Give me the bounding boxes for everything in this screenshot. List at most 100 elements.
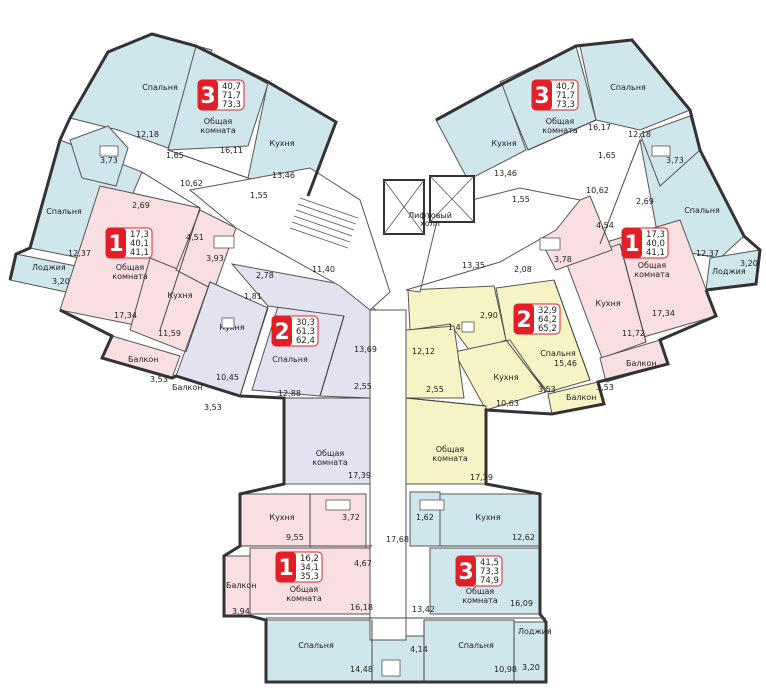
badge-rooms: 2 (516, 308, 531, 333)
area-label: 1,62 (416, 513, 434, 522)
room-label: холл (420, 219, 440, 228)
area-label: 15,46 (554, 359, 577, 368)
room-label: Спальня (46, 207, 82, 216)
bathtub-icon (99, 145, 119, 157)
room-label: Общая (466, 587, 495, 596)
area-label: 3,94 (232, 607, 250, 616)
area-label: 4,14 (410, 645, 428, 654)
room-label: Балкон (566, 393, 596, 402)
apartment-badge: 2 30,3 61,3 62,4 (271, 315, 319, 347)
area-label: 16,11 (220, 146, 243, 155)
room-label: комната (286, 594, 322, 603)
area-label: 1,43 (448, 323, 466, 332)
bathtub-icon (213, 235, 235, 249)
corridor-left-arm (188, 167, 391, 311)
area-label: 10,98 (494, 665, 517, 674)
area-label: 13,69 (354, 345, 377, 354)
room-label: комната (112, 272, 148, 281)
room-label: Кухня (491, 139, 516, 148)
area-label: 12,18 (628, 130, 651, 139)
room-label: Общая (638, 261, 667, 270)
badge-mark (622, 228, 642, 258)
area-label: 10,62 (586, 186, 609, 195)
area-label: 13,46 (494, 169, 517, 178)
area-label: 12,37 (68, 249, 91, 258)
room-label: Кухня (269, 513, 294, 522)
area-label: 12,12 (412, 347, 435, 356)
badge-area-living: 30,3 (296, 318, 315, 328)
area-label: 3,73 (100, 156, 118, 165)
badge-area-full: 73,3 (556, 100, 575, 110)
room-label: Общая (546, 117, 575, 126)
area-label: 12,62 (512, 533, 535, 542)
room-label: Кухня (269, 139, 294, 148)
area-label: 3,53 (538, 385, 556, 394)
area-label: 3,53 (150, 375, 168, 384)
badge-area-living: 40,7 (556, 82, 575, 92)
walls (8, 32, 762, 684)
badge-area-full: 41,1 (646, 248, 665, 258)
room-label: Балкон (226, 581, 256, 590)
area-label: 2,90 (480, 311, 498, 320)
area-label: 1,65 (598, 151, 616, 160)
badge-area-living: 17,3 (646, 230, 665, 240)
elevator-block (383, 175, 475, 235)
apartment-badge: 3 40,7 71,7 73,3 (531, 79, 579, 111)
badges: 3 40,7 71,7 73,3 3 40,7 71,7 73,3 1 17,3… (105, 79, 669, 587)
area-label: 2,55 (426, 385, 444, 394)
badge-rooms: 1 (278, 556, 293, 581)
badge-area-living: 41,5 (480, 558, 499, 568)
apartment-badge: 3 40,7 71,7 73,3 (197, 79, 245, 111)
apartment-badge: 1 17,3 40,0 41,1 (621, 227, 669, 259)
outline-top-left (8, 32, 338, 281)
area-label: 3,73 (666, 156, 684, 165)
badge-area-full: 62,4 (296, 336, 315, 346)
badge-rooms: 1 (108, 232, 123, 257)
room-label: Лоджия (712, 267, 746, 276)
fixtures (99, 145, 671, 677)
area-label: 9,55 (286, 533, 304, 542)
area-label: 4,54 (596, 221, 614, 230)
badge-area-total: 64,2 (538, 315, 557, 325)
room-label: комната (462, 596, 498, 605)
area-label: 2,78 (256, 271, 274, 280)
badge-mark (456, 556, 476, 586)
area-label: 3,20 (740, 259, 758, 268)
room-tl-loggia (9, 253, 77, 293)
badge-area-total: 71,7 (222, 91, 241, 101)
apartment-badge: 2 32,9 64,2 65,2 (513, 303, 561, 335)
room-label: Общая (436, 445, 465, 454)
area-label: 17,34 (652, 309, 675, 318)
room-label: Спальня (610, 83, 646, 92)
area-label: 17,34 (114, 311, 137, 320)
badge-rooms: 2 (274, 320, 289, 345)
outline-left (59, 289, 718, 684)
area-label: 1,81 (244, 292, 262, 301)
room-tl-bath (69, 125, 129, 187)
room-label: Спальня (298, 641, 334, 650)
room-label: Спальня (272, 355, 308, 364)
bathtub-icon (651, 145, 671, 157)
area-label: 2,55 (354, 382, 372, 391)
area-label: 16,18 (350, 603, 373, 612)
room-label: Лоджия (32, 263, 66, 272)
room-label: Кухня (475, 513, 500, 522)
badge-area-total: 34,1 (300, 563, 319, 573)
area-label: 11,40 (312, 265, 335, 274)
apartment-badge: 1 17,3 40,1 41,1 (105, 227, 153, 259)
badge-mark (272, 316, 292, 346)
room-label: Спальня (458, 641, 494, 650)
area-label: 12,37 (696, 249, 719, 258)
area-label: 10,62 (180, 179, 203, 188)
area-label: 10,63 (496, 399, 519, 408)
room-label: комната (200, 126, 236, 135)
bathtub-icon (419, 499, 445, 511)
apartment-badge: 3 41,5 73,3 74,9 (455, 555, 503, 587)
badge-rooms: 3 (534, 84, 549, 109)
room-label: Спальня (684, 206, 720, 215)
room-label: Общая (290, 585, 319, 594)
badge-mark (532, 80, 552, 110)
badge-mark (106, 228, 126, 258)
area-label: 11,72 (622, 329, 645, 338)
partitions (141, 119, 647, 682)
